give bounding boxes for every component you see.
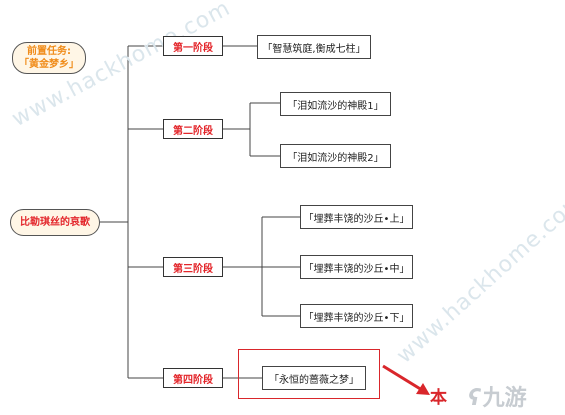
quest-label: 「智慧筑庭,衡成七柱」: [262, 43, 366, 55]
jiuyou-logo-icon: ʕ: [468, 386, 481, 411]
stage-node-2: 第二阶段: [163, 119, 223, 139]
quest-label: 「埋葬丰饶的沙丘•上」: [303, 213, 410, 225]
current-quest-highlight: [238, 349, 380, 399]
current-marker-label: 本: [430, 388, 447, 408]
quest-node-stage2-2: 「泪如流沙的神殿2」: [280, 144, 391, 168]
jiuyou-logo-text: 九游: [482, 386, 527, 411]
root-quest-node: 比勒琪丝的哀歌: [10, 209, 100, 236]
prerequisite-label-line1: 前置任务:: [27, 46, 71, 57]
quest-label: 「永恒的蔷薇之梦」: [269, 374, 359, 386]
quest-label: 「泪如流沙的神殿2」: [287, 152, 384, 164]
marker-arrow-head: [416, 383, 430, 395]
prerequisite-label-line2: 「黄金梦乡」: [19, 59, 79, 70]
stage-label: 第二阶段: [173, 125, 213, 137]
marker-arrow-shaft: [382, 364, 423, 392]
stage-label: 第一阶段: [173, 42, 213, 54]
stage-node-1: 第一阶段: [163, 36, 223, 56]
quest-label: 「埋葬丰饶的沙丘•中」: [303, 263, 410, 275]
quest-node-stage3-1: 「埋葬丰饶的沙丘•上」: [300, 205, 413, 229]
quest-node-stage4-1: 「永恒的蔷薇之梦」: [262, 366, 366, 390]
quest-node-stage3-2: 「埋葬丰饶的沙丘•中」: [300, 255, 413, 279]
prerequisite-quest-node: 前置任务: 「黄金梦乡」: [12, 42, 86, 74]
stage-node-3: 第三阶段: [163, 257, 223, 277]
quest-node-stage1-1: 「智慧筑庭,衡成七柱」: [257, 35, 371, 59]
quest-node-stage3-3: 「埋葬丰饶的沙丘•下」: [300, 304, 413, 328]
stage-label: 第三阶段: [173, 263, 213, 275]
jiuyou-logo: ʕ九游: [468, 380, 527, 412]
quest-label: 「埋葬丰饶的沙丘•下」: [303, 312, 410, 324]
stage-node-4: 第四阶段: [163, 368, 223, 388]
quest-node-stage2-1: 「泪如流沙的神殿1」: [280, 92, 391, 116]
root-quest-label: 比勒琪丝的哀歌: [20, 217, 90, 228]
stage-label: 第四阶段: [173, 374, 213, 386]
quest-label: 「泪如流沙的神殿1」: [287, 100, 384, 112]
